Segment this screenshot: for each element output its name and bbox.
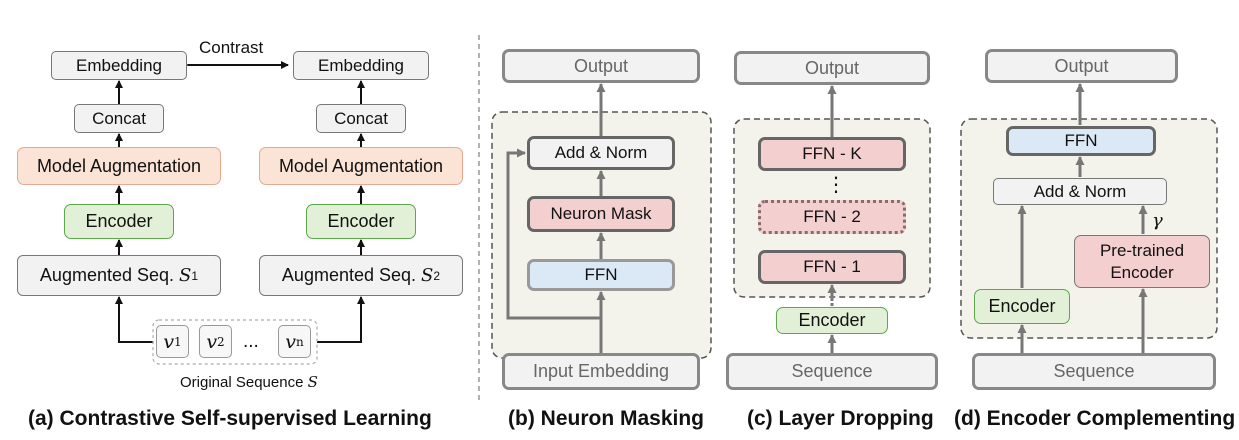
- b-add-norm: Add & Norm: [527, 136, 675, 170]
- original-sequence-var: S: [307, 373, 318, 391]
- embedding-right: Embedding: [293, 51, 429, 80]
- c-ffn-2: FFN - 2: [758, 200, 906, 234]
- c-sequence: Sequence: [726, 353, 938, 390]
- token-ellipsis: ...: [243, 331, 259, 352]
- d-output: Output: [985, 49, 1178, 83]
- augmented-seq-left-var: S: [179, 265, 192, 286]
- concat-left: Concat: [74, 104, 164, 133]
- augmented-seq-left-label: Augmented Seq.: [39, 265, 175, 285]
- caption-c: (c) Layer Dropping: [747, 407, 934, 430]
- d-ffn: FFN: [1006, 126, 1156, 156]
- original-sequence-text: Original Sequence: [180, 374, 304, 391]
- token-v1-var: v: [163, 330, 175, 353]
- model-augmentation-right: Model Augmentation: [259, 147, 463, 185]
- b-input-embedding: Input Embedding: [502, 353, 700, 390]
- d-add-norm: Add & Norm: [993, 178, 1167, 205]
- model-augmentation-left: Model Augmentation: [17, 147, 221, 185]
- c-ellipsis: ⋮: [826, 174, 846, 196]
- encoder-left: Encoder: [64, 204, 174, 239]
- d-gamma: γ: [1152, 210, 1163, 231]
- augmented-seq-right-label: Augmented Seq.: [281, 265, 417, 285]
- b-output: Output: [502, 49, 700, 83]
- b-neuron-mask: Neuron Mask: [527, 196, 675, 232]
- d-pretrained-encoder: Pre-trained Encoder: [1074, 235, 1210, 288]
- token-vn-var: v: [285, 330, 296, 353]
- augmented-seq-right-var: S: [421, 265, 434, 286]
- token-v1-sub: 1: [174, 334, 182, 349]
- c-ffn-1: FFN - 1: [758, 250, 906, 284]
- original-sequence-label: Original Sequence S: [180, 373, 318, 391]
- token-vn-sub: n: [296, 334, 304, 349]
- augmented-seq-left-sub: 1: [191, 268, 199, 283]
- token-v2-var: v: [206, 330, 218, 353]
- panel-b-arrows: [506, 83, 606, 353]
- c-encoder: Encoder: [776, 307, 888, 334]
- token-v2-sub: 2: [217, 334, 225, 349]
- augmented-seq-right-sub: 2: [433, 268, 441, 283]
- contrast-label: Contrast: [199, 38, 264, 57]
- caption-d: (d) Encoder Complementing: [954, 407, 1236, 430]
- panel-a-arrows: [115, 61, 365, 343]
- token-group-frame: [152, 319, 318, 365]
- panel-d-arrows: [1017, 83, 1148, 353]
- encoder-right: Encoder: [306, 204, 416, 239]
- embedding-left: Embedding: [51, 51, 187, 80]
- d-sequence: Sequence: [972, 353, 1216, 390]
- b-ffn: FFN: [527, 259, 675, 291]
- c-output: Output: [734, 51, 930, 85]
- d-encoder: Encoder: [974, 289, 1070, 324]
- caption-b: (b) Neuron Masking: [508, 407, 705, 430]
- caption-a: (a) Contrastive Self-supervised Learning: [28, 407, 432, 430]
- c-ffn-k: FFN - K: [758, 137, 906, 171]
- concat-right: Concat: [316, 104, 406, 133]
